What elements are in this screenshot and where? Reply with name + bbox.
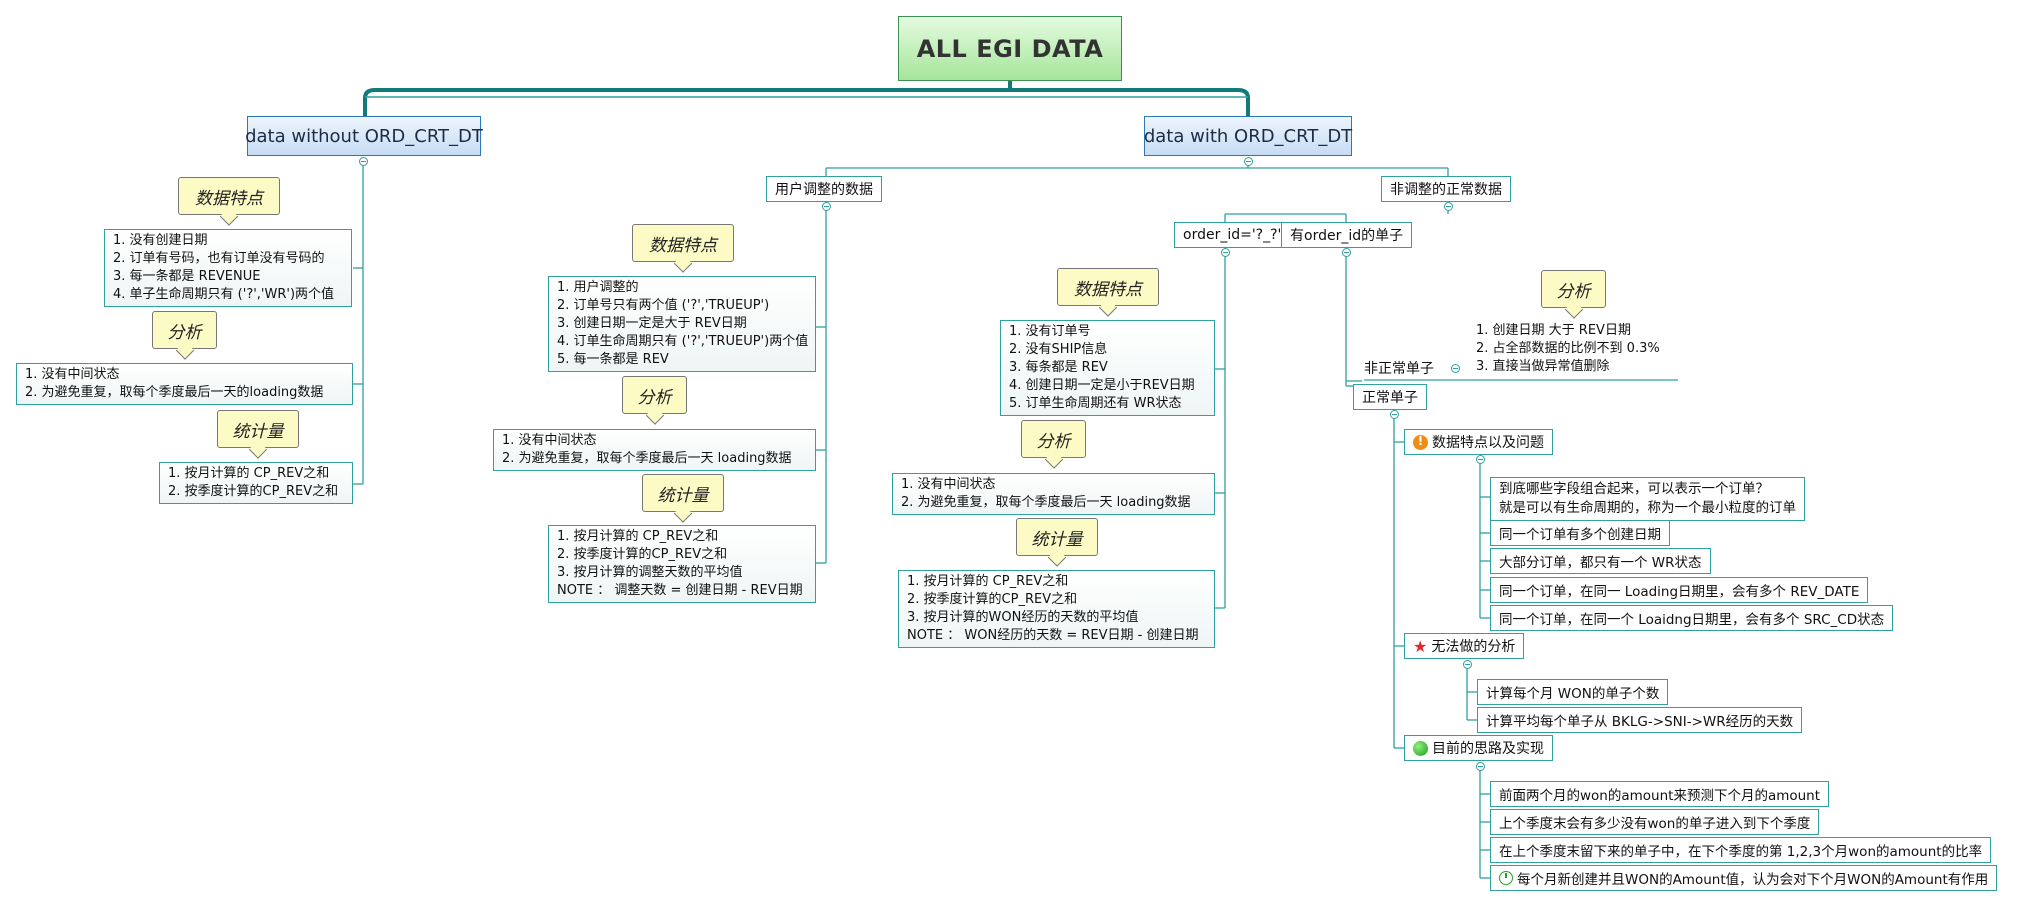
left-analysis-box[interactable]: 1. 没有中间状态 2. 为避免重复，取每个季度最后一天的loading数据	[16, 363, 353, 405]
text-line: 5. 每一条都是 REV	[557, 352, 669, 367]
main-topic-without-crt-dt[interactable]: data without ORD_CRT_DT	[245, 116, 483, 156]
adj-features-box[interactable]: 1. 用户调整的 2. 订单号只有两个值 ('?','TRUEUP') 3. 创…	[548, 276, 816, 372]
topic-features-and-issues[interactable]: 数据特点以及问题	[1404, 429, 1553, 455]
text-line: 1. 没有创建日期	[113, 233, 208, 248]
topic-label: 目前的思路及实现	[1432, 741, 1544, 757]
text-line: NOTE ： 调整天数 = 创建日期 - REV日期	[557, 583, 803, 598]
text-line: 1. 没有中间状态	[25, 367, 120, 382]
topic-label: 数据特点以及问题	[1432, 435, 1544, 451]
text-line: 3. 每一条都是 REVENUE	[113, 269, 261, 284]
text-line: 2. 为避免重复，取每个季度最后一天 loading数据	[901, 495, 1191, 510]
collapse-toggle[interactable]	[1444, 202, 1453, 211]
collapse-toggle[interactable]	[1390, 410, 1399, 419]
topic-abnormal-orders[interactable]: 非正常单子	[1364, 361, 1434, 377]
text-line: 1. 按月计算的 CP_REV之和	[168, 466, 330, 481]
callout-features: 数据特点	[632, 224, 734, 262]
warning-icon	[1413, 434, 1428, 450]
leaf-item[interactable]: 计算平均每个单子从 BKLG->SNI->WR经历的天数	[1477, 707, 1803, 733]
leaf-item[interactable]: 前面两个月的won的amount来预测下个月的amount	[1490, 781, 1830, 807]
callout-features: 数据特点	[178, 177, 280, 215]
leaf-item-last[interactable]: 每个月新创建并且WON的Amount值，认为会对下个月WON的Amount有作用	[1490, 865, 1998, 891]
collapse-toggle[interactable]	[1463, 660, 1472, 669]
text-line: 2. 订单有号码，也有订单没有号码的	[113, 251, 325, 266]
leaf-label: 每个月新创建并且WON的Amount值，认为会对下个月WON的Amount有作用	[1517, 872, 1989, 888]
collapse-toggle[interactable]	[822, 202, 831, 211]
collapse-toggle[interactable]	[1342, 248, 1351, 257]
adj-statistics-box[interactable]: 1. 按月计算的 CP_REV之和 2. 按季度计算的CP_REV之和 3. 按…	[548, 525, 816, 603]
leaf-item[interactable]: 同一个订单，在同一 Loading日期里，会有多个 REV_DATE	[1490, 577, 1869, 603]
leaf-item[interactable]: 计算每个月 WON的单子个数	[1477, 679, 1669, 705]
text-line: 4. 创建日期一定是小于REV日期	[1009, 378, 1195, 393]
topic-user-adjusted[interactable]: 用户调整的数据	[766, 176, 882, 202]
q-features-box[interactable]: 1. 没有订单号 2. 没有SHIP信息 3. 每条都是 REV 4. 创建日期…	[1000, 320, 1215, 416]
adj-analysis-box[interactable]: 1. 没有中间状态 2. 为避免重复，取每个季度最后一天 loading数据	[493, 429, 816, 471]
collapse-toggle[interactable]	[1221, 248, 1230, 257]
text-line: 1. 没有中间状态	[502, 433, 597, 448]
text-line: 2. 为避免重复，取每个季度最后一天 loading数据	[502, 451, 792, 466]
text-line: 2. 按季度计算的CP_REV之和	[168, 484, 339, 499]
collapse-toggle[interactable]	[1476, 455, 1485, 464]
text-line: 3. 创建日期一定是大于 REV日期	[557, 316, 747, 331]
callout-statistics: 统计量	[217, 410, 299, 448]
text-line: 1. 用户调整的	[557, 280, 639, 295]
text-line: 4. 订单生命周期只有 ('?','TRUEUP')两个值	[557, 334, 809, 349]
text-line: 2. 按季度计算的CP_REV之和	[907, 592, 1078, 607]
left-features-box[interactable]: 1. 没有创建日期 2. 订单有号码，也有订单没有号码的 3. 每一条都是 RE…	[104, 229, 352, 307]
text-line: 4. 单子生命周期只有 ('?','WR')两个值	[113, 287, 335, 302]
leaf-item[interactable]: 上个季度末会有多少没有won的单子进入到下个季度	[1490, 809, 1820, 835]
q-analysis-box[interactable]: 1. 没有中间状态 2. 为避免重复，取每个季度最后一天 loading数据	[892, 473, 1215, 515]
text-line: NOTE ： WON经历的天数 = REV日期 - 创建日期	[907, 628, 1199, 643]
text-line: 2. 订单号只有两个值 ('?','TRUEUP')	[557, 298, 770, 313]
callout-statistics: 统计量	[642, 474, 724, 512]
text-line: 5. 订单生命周期还有 WR状态	[1009, 396, 1182, 411]
text-line: 到底哪些字段组合起来，可以表示一个订单？	[1499, 481, 1769, 497]
topic-normal-orders[interactable]: 正常单子	[1353, 384, 1427, 410]
topic-has-order-id[interactable]: 有order_id的单子	[1281, 222, 1413, 248]
text-line: 就是可以有生命周期的，称为一个最小粒度的订单	[1499, 500, 1796, 516]
abnormal-analysis-text[interactable]: 1. 创建日期 大于 REV日期 2. 占全部数据的比例不到 0.3% 3. 直…	[1476, 322, 1660, 376]
topic-label: 无法做的分析	[1431, 639, 1516, 655]
text-line: 2. 为避免重复，取每个季度最后一天的loading数据	[25, 385, 324, 400]
topic-impossible-analysis[interactable]: ★ 无法做的分析	[1404, 633, 1525, 659]
text-line: 2. 占全部数据的比例不到 0.3%	[1476, 341, 1660, 356]
text-line: 3. 直接当做异常值删除	[1476, 359, 1610, 374]
topic-normal-data[interactable]: 非调整的正常数据	[1381, 176, 1511, 202]
text-line: 1. 没有中间状态	[901, 477, 996, 492]
text-line: 3. 按月计算的WON经历的天数的平均值	[907, 610, 1139, 625]
text-line: 1. 没有订单号	[1009, 324, 1091, 339]
callout-analysis: 分析	[1541, 270, 1606, 308]
main-topic-with-crt-dt[interactable]: data with ORD_CRT_DT	[1144, 116, 1352, 156]
text-line: 2. 没有SHIP信息	[1009, 342, 1108, 357]
callout-statistics: 统计量	[1016, 518, 1098, 556]
text-line: 1. 创建日期 大于 REV日期	[1476, 323, 1631, 338]
leaf-item[interactable]: 在上个季度末留下来的单子中，在下个季度的第 1,2,3个月won的amount的…	[1490, 837, 1992, 863]
collapse-toggle[interactable]	[1451, 364, 1460, 373]
leaf-what-is-order[interactable]: 到底哪些字段组合起来，可以表示一个订单？ 就是可以有生命周期的，称为一个最小粒度…	[1490, 477, 1805, 521]
topic-order-id-unknown[interactable]: order_id='?_?'	[1174, 222, 1291, 248]
text-line: 1. 按月计算的 CP_REV之和	[907, 574, 1069, 589]
clock-icon	[1499, 871, 1513, 885]
q-statistics-box[interactable]: 1. 按月计算的 CP_REV之和 2. 按季度计算的CP_REV之和 3. 按…	[898, 570, 1215, 648]
green-dot-icon	[1413, 740, 1428, 756]
star-icon: ★	[1413, 636, 1428, 656]
text-line: 1. 按月计算的 CP_REV之和	[557, 529, 719, 544]
root-node[interactable]: ALL EGI DATA	[898, 16, 1122, 81]
collapse-toggle[interactable]	[1244, 157, 1253, 166]
leaf-item[interactable]: 同一个订单，在同一个 Loaidng日期里，会有多个 SRC_CD状态	[1490, 605, 1894, 631]
text-line: 2. 按季度计算的CP_REV之和	[557, 547, 728, 562]
leaf-item[interactable]: 同一个订单有多个创建日期	[1490, 520, 1670, 546]
callout-analysis: 分析	[1021, 420, 1086, 458]
text-line: 3. 每条都是 REV	[1009, 360, 1108, 375]
text-line: 3. 按月计算的调整天数的平均值	[557, 565, 743, 580]
collapse-toggle[interactable]	[1476, 762, 1485, 771]
leaf-item[interactable]: 大部分订单，都只有一个 WR状态	[1490, 548, 1711, 574]
callout-analysis: 分析	[622, 376, 687, 414]
topic-current-approach[interactable]: 目前的思路及实现	[1404, 735, 1553, 761]
collapse-toggle[interactable]	[359, 157, 368, 166]
left-statistics-box[interactable]: 1. 按月计算的 CP_REV之和 2. 按季度计算的CP_REV之和	[159, 462, 353, 504]
callout-analysis: 分析	[152, 311, 217, 349]
callout-features: 数据特点	[1057, 268, 1159, 306]
